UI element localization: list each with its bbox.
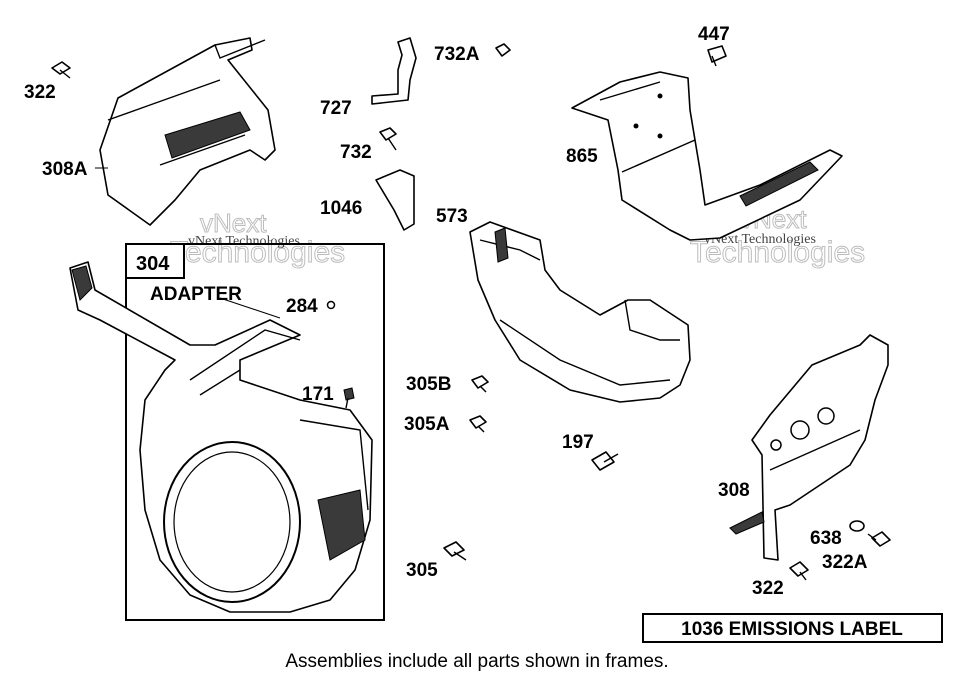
label-732: 732 — [340, 142, 372, 163]
washer-638 — [849, 520, 865, 532]
watermark-left: vNext Technologies vNext Technologies — [170, 208, 346, 270]
label-308: 308 — [718, 480, 750, 501]
label-727: 727 — [320, 98, 352, 119]
frame-304 — [125, 243, 385, 621]
fastener-171 — [343, 387, 355, 409]
part-865-baffle — [571, 71, 843, 241]
part-308-bracket — [729, 334, 889, 561]
screw-305B — [471, 375, 489, 393]
label-197: 197 — [562, 432, 594, 453]
part-308A-shroud — [95, 37, 276, 226]
footer-note: Assemblies include all parts shown in fr… — [285, 651, 668, 672]
label-322A: 322A — [822, 552, 868, 573]
label-304: 304 — [136, 253, 170, 275]
watermark-small: vNext Technologies — [188, 234, 300, 249]
screw-732 — [379, 127, 397, 151]
label-308A: 308A — [42, 159, 88, 180]
screw-322A — [867, 531, 891, 547]
part-blower-housing — [69, 261, 373, 613]
fastener-284 — [326, 300, 336, 310]
label-638: 638 — [810, 528, 842, 549]
screw-305A — [469, 415, 487, 433]
watermark-word: Technologies — [690, 236, 865, 269]
label-322-bottom: 322 — [752, 578, 784, 599]
watermark-brand: vNext — [200, 208, 267, 238]
screw-305 — [443, 541, 467, 561]
watermark-right: vNext Technologies vNext Technologies — [690, 204, 866, 270]
screw-197 — [591, 451, 619, 471]
part-727-bracket — [371, 37, 417, 105]
label-573: 573 — [436, 206, 468, 227]
label-171: 171 — [302, 384, 334, 405]
label-adapter: ADAPTER — [150, 284, 242, 305]
label-305B: 305B — [406, 374, 451, 395]
screw-732A — [495, 43, 511, 57]
label-284: 284 — [286, 296, 318, 317]
label-732A: 732A — [434, 44, 480, 65]
label-1046: 1046 — [320, 198, 362, 219]
label-865: 865 — [566, 146, 598, 167]
label-305A: 305A — [404, 414, 450, 435]
label-322-top: 322 — [24, 82, 56, 103]
watermark-small: vNext Technologies — [704, 232, 816, 247]
emissions-label-text: 1036 EMISSIONS LABEL — [681, 619, 903, 640]
label-447: 447 — [698, 24, 730, 45]
emissions-label-box: 1036 EMISSIONS LABEL — [642, 613, 943, 643]
screw-447 — [707, 45, 727, 67]
label-305: 305 — [406, 560, 438, 581]
part-1046-pad — [375, 169, 415, 231]
screw-322-bottom — [789, 561, 809, 581]
part-573-guard — [469, 221, 691, 403]
screw-322-top — [51, 61, 71, 79]
watermark-word: Technologies — [170, 236, 345, 269]
